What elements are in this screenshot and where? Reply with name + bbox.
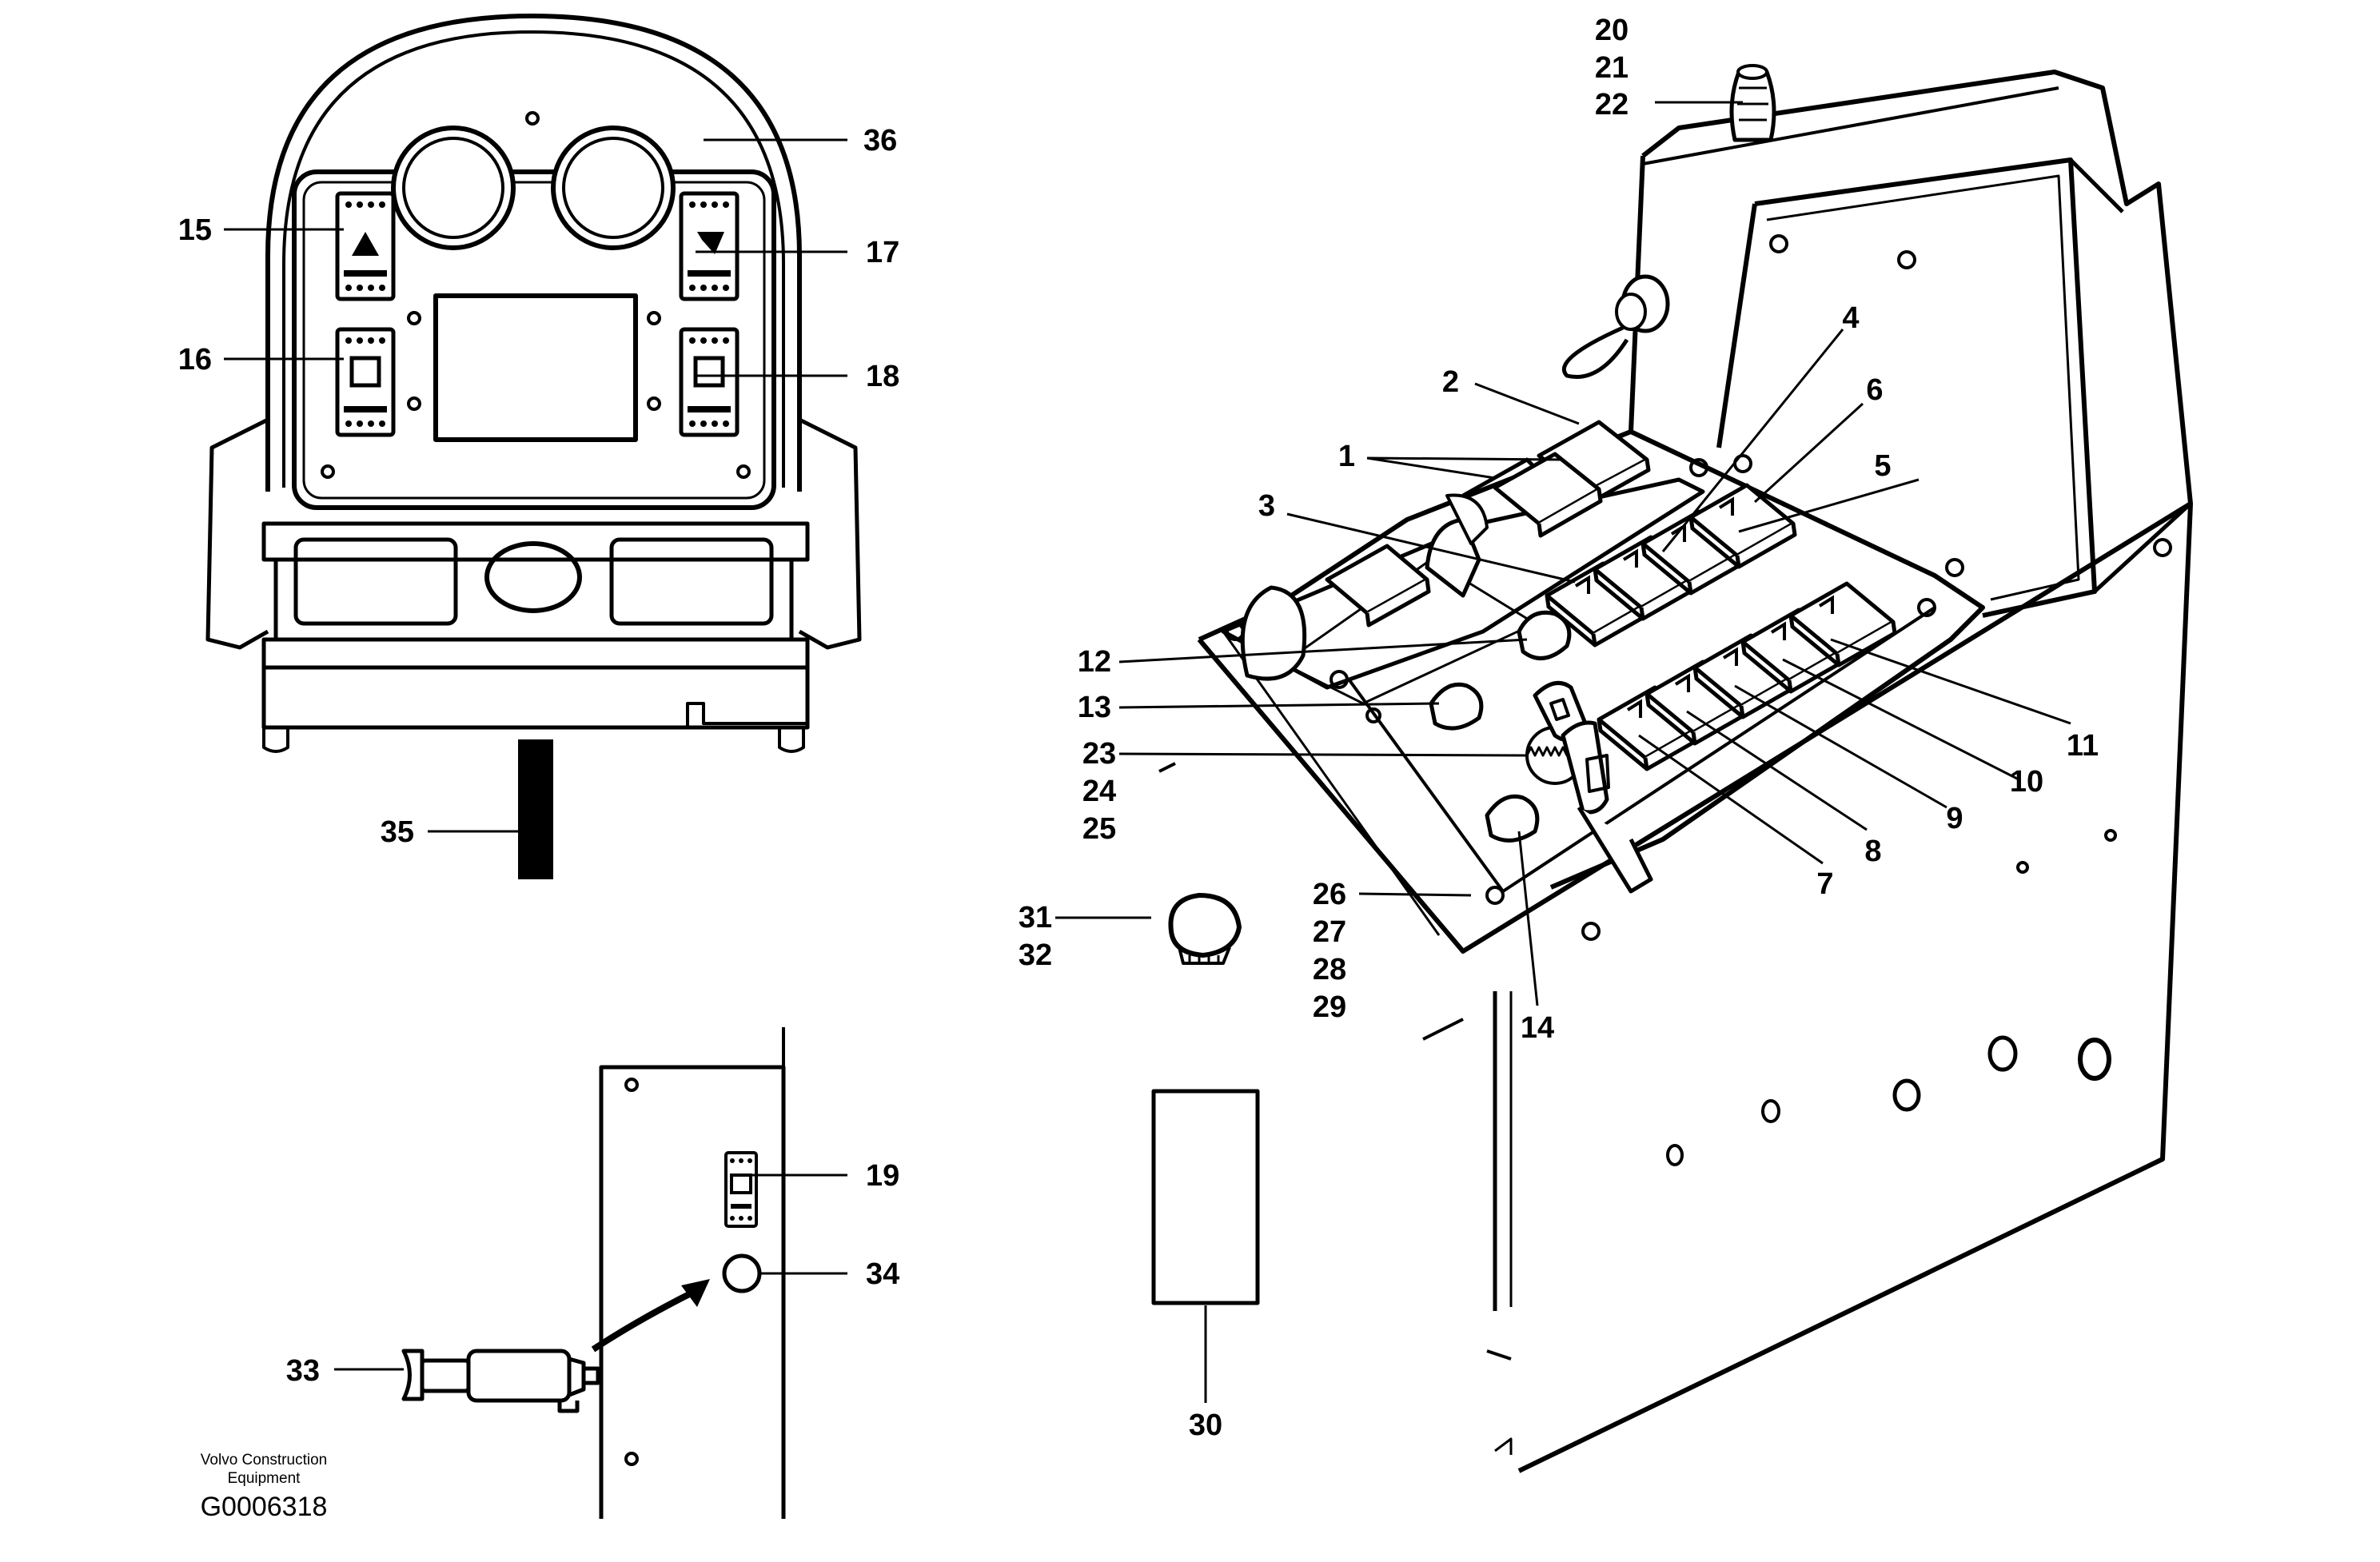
callout-29: 29 [1313, 990, 1346, 1024]
callout-26: 26 [1313, 878, 1346, 911]
callout-20: 20 [1595, 14, 1629, 47]
callout-6: 6 [1866, 373, 1883, 407]
side-panel [599, 1027, 786, 1519]
footer-credit: Volvo Construction Equipment G0006318 [152, 1451, 376, 1523]
brand-line-1: Volvo Construction [200, 1452, 328, 1468]
callout-32: 32 [1019, 938, 1052, 972]
callout-34: 34 [866, 1257, 899, 1291]
callout-7: 7 [1816, 867, 1833, 901]
callout-16: 16 [178, 343, 212, 377]
callout-3: 3 [1258, 489, 1275, 523]
callout-21: 21 [1595, 51, 1629, 85]
callout-5: 5 [1874, 449, 1891, 483]
callout-10: 10 [2010, 765, 2043, 799]
switch-18-symbol-icon [693, 356, 725, 388]
callout-12: 12 [1078, 645, 1111, 679]
callout-19: 19 [866, 1159, 899, 1193]
front-dashboard-panel [205, 14, 862, 879]
leader-lines [224, 101, 2071, 1403]
callout-24: 24 [1082, 775, 1116, 808]
cigarette-lighter [401, 1349, 600, 1413]
callout-18: 18 [866, 360, 899, 393]
callout-28: 28 [1313, 953, 1346, 986]
callout-23: 23 [1082, 737, 1116, 771]
callout-33: 33 [286, 1354, 320, 1388]
callout-35: 35 [381, 815, 414, 849]
callout-31: 31 [1019, 901, 1052, 934]
callout-27: 27 [1313, 915, 1346, 949]
callout-30: 30 [1189, 1409, 1222, 1442]
callout-13: 13 [1078, 691, 1111, 724]
callout-numbers: 1 2 3 4 5 6 7 8 9 10 11 12 13 14 15 16 1… [178, 14, 2099, 1442]
callout-36: 36 [863, 124, 897, 157]
callout-8: 8 [1864, 835, 1881, 868]
callout-9: 9 [1946, 802, 1963, 835]
callout-2: 2 [1442, 365, 1459, 399]
drawing-code: G0006318 [200, 1492, 328, 1522]
callout-11: 11 [2067, 729, 2099, 763]
brand-line-2: Equipment [227, 1470, 301, 1487]
warning-triangle-icon [352, 232, 379, 256]
switch-17-symbol-icon [697, 232, 724, 254]
arrow-head-icon [681, 1279, 710, 1307]
callout-4: 4 [1842, 301, 1859, 335]
callout-15: 15 [178, 213, 212, 247]
callout-25: 25 [1082, 812, 1116, 846]
control-console [1151, 64, 2193, 1473]
callout-14: 14 [1521, 1011, 1554, 1045]
callout-22: 22 [1595, 88, 1629, 122]
callout-17: 17 [866, 236, 899, 269]
insert-arrow [591, 1288, 697, 1353]
switch-16-symbol-icon [349, 356, 381, 388]
callout-1: 1 [1338, 440, 1355, 473]
switch-19 [724, 1151, 758, 1228]
